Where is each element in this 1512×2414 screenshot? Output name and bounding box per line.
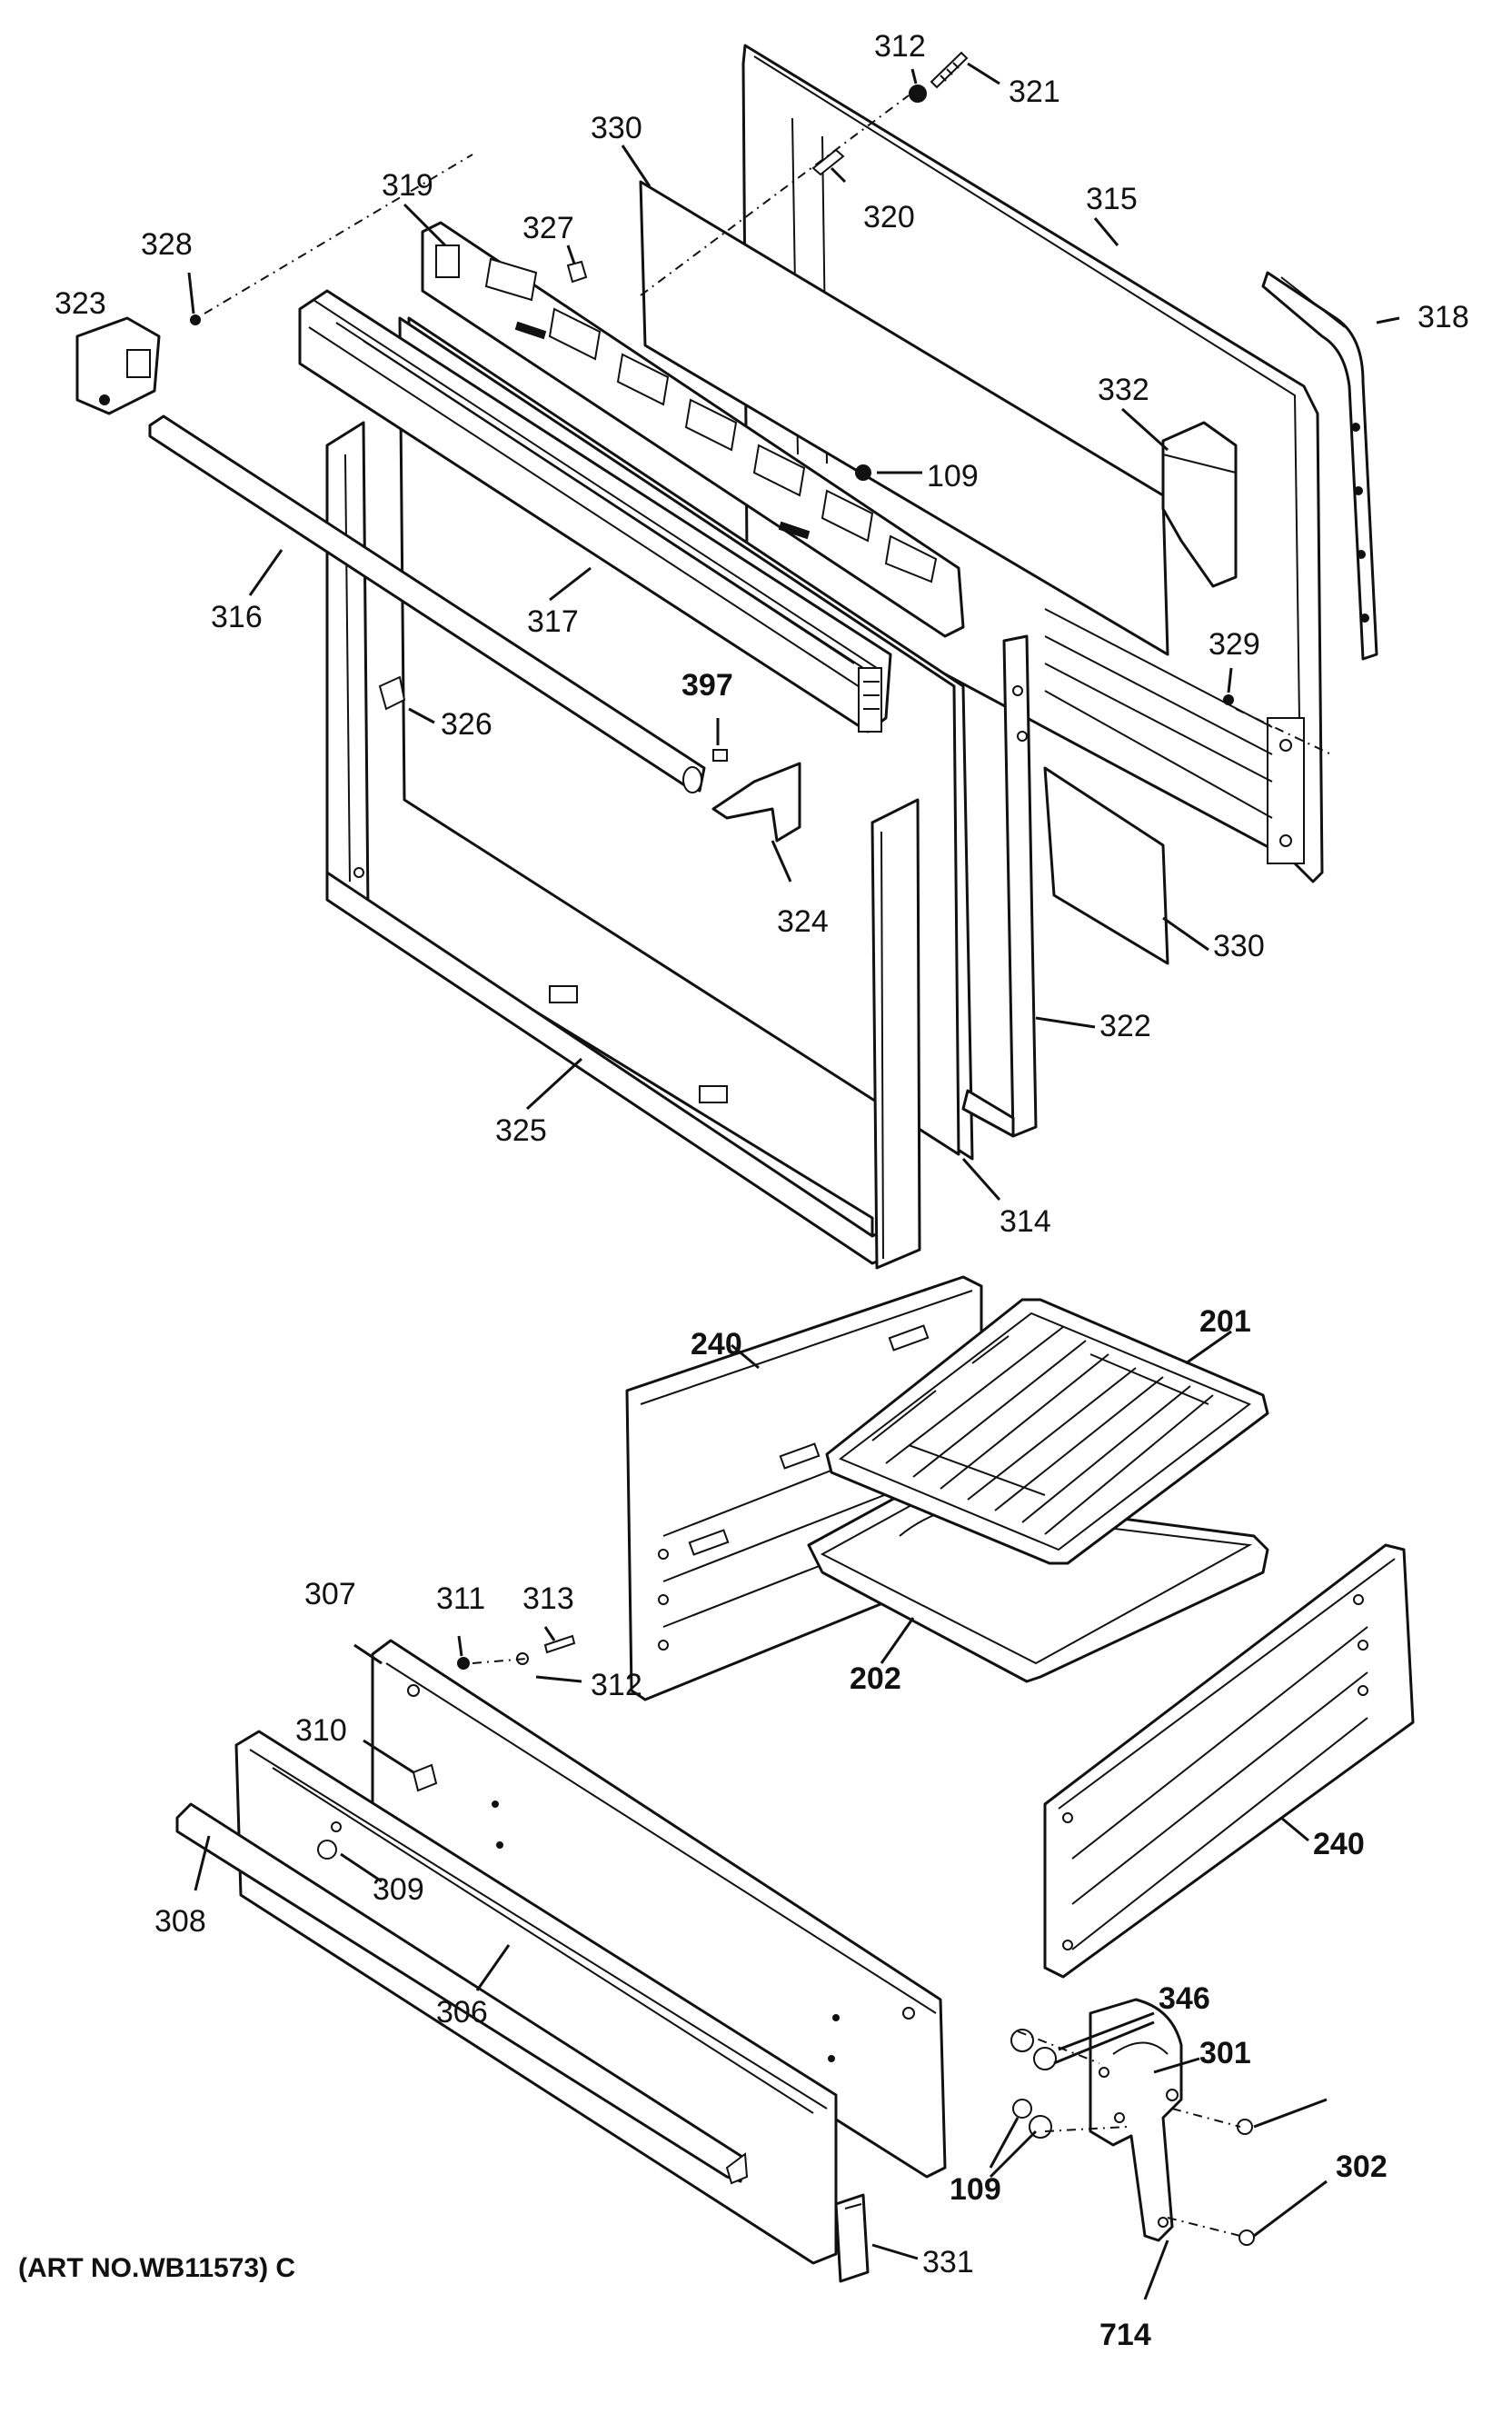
part-301-roller-bracket	[1089, 1998, 1183, 2242]
label-714: 714	[1099, 2318, 1151, 2352]
part-327-clip	[566, 260, 588, 284]
label-307: 307	[304, 1577, 356, 1611]
part-312-nut	[909, 85, 927, 103]
label-319: 319	[382, 168, 433, 203]
label-306: 306	[436, 1995, 488, 2030]
part-321-screw	[930, 51, 969, 89]
part-318-gasket	[1261, 271, 1378, 661]
label-201: 201	[1199, 1304, 1251, 1339]
label-330: 330	[1213, 929, 1265, 963]
part-332-bracket	[1161, 421, 1238, 588]
label-317: 317	[527, 604, 579, 639]
part-313-screw	[543, 1634, 576, 1654]
label-330: 330	[591, 111, 642, 145]
part-346-washers	[1010, 2029, 1057, 2070]
label-324: 324	[777, 904, 829, 939]
label-309: 309	[373, 1872, 424, 1907]
label-240: 240	[691, 1327, 742, 1362]
label-301: 301	[1199, 2036, 1251, 2070]
part-316-rod	[148, 414, 706, 793]
label-240: 240	[1313, 1827, 1365, 1861]
part-329-screw	[1223, 694, 1234, 705]
part-331-bracket	[834, 2193, 870, 2283]
label-302: 302	[1336, 2150, 1388, 2184]
part-317-top-trim	[298, 289, 892, 733]
label-316: 316	[211, 600, 263, 634]
label-314: 314	[1000, 1204, 1051, 1239]
label-313: 313	[522, 1581, 574, 1616]
part-330-insulation-upper	[639, 180, 1169, 656]
label-109: 109	[927, 459, 979, 494]
part-324-handle-bracket	[711, 762, 801, 843]
label-323: 323	[55, 286, 106, 321]
label-312: 312	[591, 1668, 642, 1702]
callout-labels: 312 321 330 319 320 315 327 328 323 318 …	[18, 29, 1469, 2352]
part-109-screw-upper	[855, 464, 871, 481]
label-397: 397	[681, 668, 733, 703]
art-number: (ART NO.WB11573) C	[18, 2253, 295, 2283]
part-240-side-panel-right	[1043, 1543, 1415, 1979]
label-308: 308	[154, 1904, 206, 1939]
label-331: 331	[922, 2245, 974, 2279]
part-314-inner-panel	[398, 316, 974, 1161]
label-326: 326	[441, 707, 492, 742]
label-315: 315	[1086, 182, 1138, 216]
label-312: 312	[874, 29, 926, 64]
label-332: 332	[1098, 373, 1149, 407]
part-397-screw	[712, 749, 728, 762]
label-329: 329	[1209, 627, 1260, 662]
part-325-door-frame	[325, 421, 921, 1270]
part-302-screws	[1237, 2119, 1255, 2246]
label-320: 320	[863, 200, 915, 234]
part-328-screw	[190, 314, 201, 325]
label-310: 310	[295, 1713, 347, 1748]
label-321: 321	[1009, 75, 1060, 109]
label-328: 328	[141, 227, 193, 262]
lower-leader-lines	[194, 1330, 1328, 2300]
label-346: 346	[1159, 1981, 1210, 2016]
label-322: 322	[1099, 1009, 1151, 1043]
label-311: 311	[436, 1581, 485, 1616]
label-325: 325	[495, 1113, 547, 1148]
upper-leader-lines	[187, 62, 1400, 1201]
part-323-hinge-block	[75, 316, 161, 415]
part-322-side-frame	[961, 634, 1038, 1138]
part-308-drawer-handle	[175, 1802, 749, 2185]
part-330-insulation-lower	[1043, 766, 1169, 965]
label-202: 202	[850, 1661, 901, 1696]
part-311-nut	[457, 1657, 470, 1670]
part-201-broiler-grid	[825, 1298, 1269, 1565]
part-319-vent-bracket	[421, 221, 965, 638]
label-109: 109	[950, 2172, 1001, 2207]
label-318: 318	[1418, 300, 1469, 334]
part-310-clip	[412, 1763, 438, 1792]
part-326-clip	[378, 675, 406, 711]
label-327: 327	[522, 211, 574, 245]
